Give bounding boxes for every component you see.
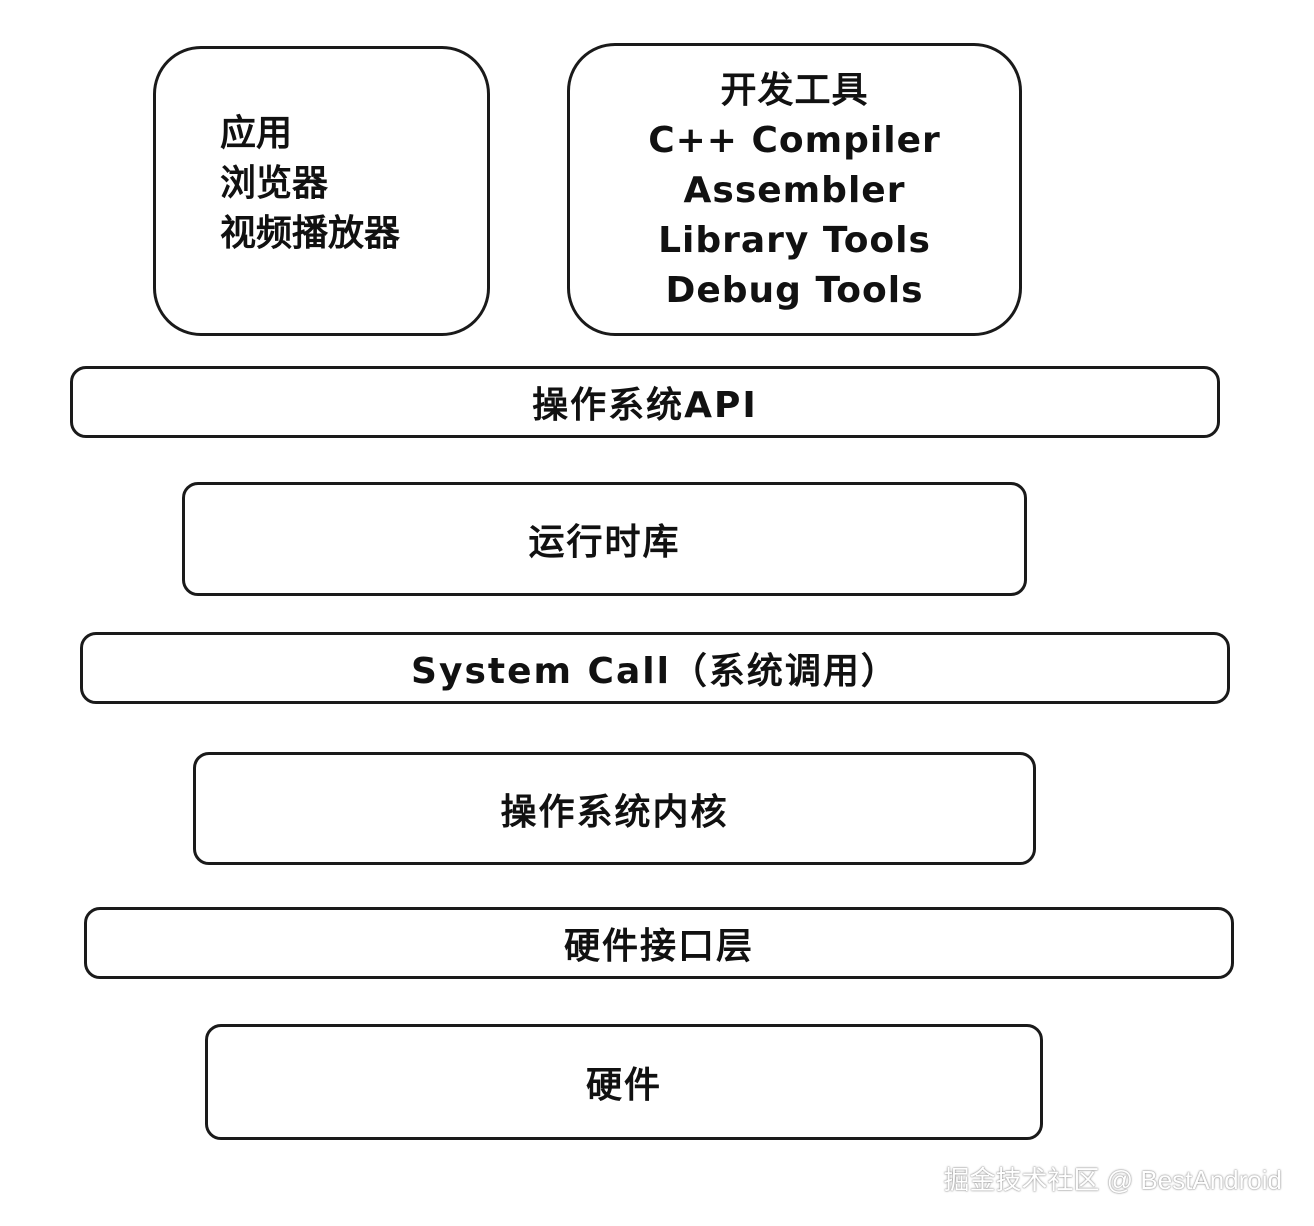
watermark: 掘金技术社区 @ BestAndroid [943,1165,1282,1195]
hardware-label: 硬件 [585,1065,662,1106]
system-call-layer: System Call（系统调用） [80,632,1230,704]
applications-label: 应用 [220,113,293,154]
dev-tools-box: 开发工具 C++ Compiler Assembler Library Tool… [567,43,1022,336]
dev-tools-title: 开发工具 [720,70,869,111]
dev-tools-list: 开发工具 C++ Compiler Assembler Library Tool… [570,66,1019,316]
runtime-library-label: 运行时库 [528,522,681,563]
video-player-label: 视频播放器 [220,213,401,254]
runtime-library-layer: 运行时库 [182,482,1027,596]
os-api-label: 操作系统API [532,385,758,426]
system-call-label: System Call（系统调用） [411,651,899,692]
applications-box: 应用 浏览器 视频播放器 [153,46,490,336]
os-kernel-label: 操作系统内核 [500,791,729,833]
hardware-layer: 硬件 [205,1024,1043,1140]
assembler-label: Assembler [683,170,906,211]
browser-label: 浏览器 [220,163,329,204]
cpp-compiler-label: C++ Compiler [648,120,941,161]
os-kernel-layer: 操作系统内核 [193,752,1036,865]
os-api-layer: 操作系统API [70,366,1220,438]
applications-list: 应用 浏览器 视频播放器 [220,109,400,259]
debug-tools-label: Debug Tools [665,270,924,311]
hardware-interface-layer: 硬件接口层 [84,907,1234,979]
hardware-interface-label: 硬件接口层 [563,926,754,967]
library-tools-label: Library Tools [658,220,931,261]
